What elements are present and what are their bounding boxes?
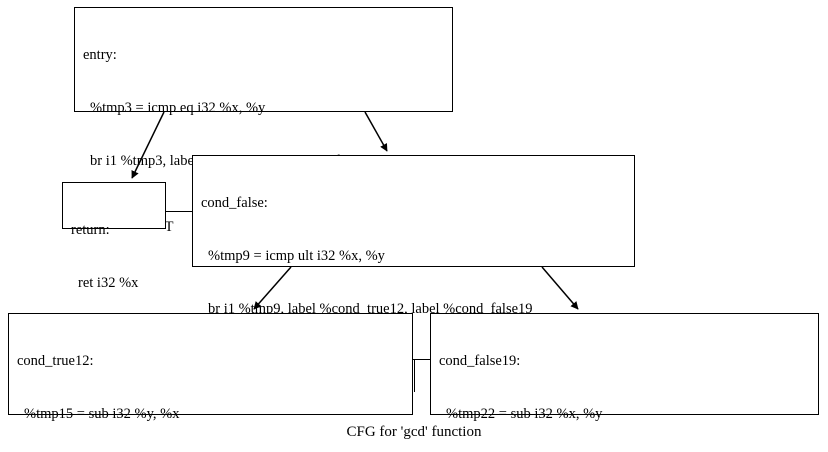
node-entry-port-true[interactable]: T bbox=[164, 219, 174, 236]
node-cond-false-label: cond_false: bbox=[201, 195, 268, 212]
node-cond-false[interactable]: cond_false: %tmp9 = icmp ult i32 %x, %y … bbox=[192, 155, 635, 392]
node-return-body: return: ret i32 %x bbox=[63, 183, 165, 333]
node-cond-false-instruction-1: br i1 %tmp9, label %cond_true12, label %… bbox=[208, 300, 533, 317]
node-cond-false-instruction-0: %tmp9 = icmp ult i32 %x, %y bbox=[208, 247, 385, 264]
node-cond-false19[interactable]: cond_false19: %tmp22 = sub i32 %x, %y %t… bbox=[430, 313, 819, 422]
node-cond-false19-label: cond_false19: bbox=[439, 353, 521, 370]
node-cond-true12-instruction-0: %tmp15 = sub i32 %y, %x bbox=[24, 405, 180, 422]
node-return[interactable]: return: ret i32 %x bbox=[62, 182, 166, 291]
node-cond-true12[interactable]: cond_true12: %tmp15 = sub i32 %y, %x %tm… bbox=[8, 313, 413, 422]
node-entry-label: entry: bbox=[83, 47, 117, 64]
node-cond-false19-instruction-0: %tmp22 = sub i32 %x, %y bbox=[446, 405, 603, 422]
graph-caption: CFG for 'gcd' function bbox=[346, 424, 482, 440]
node-return-label: return: bbox=[71, 222, 110, 239]
node-cond-true12-body: cond_true12: %tmp15 = sub i32 %y, %x %tm… bbox=[9, 314, 412, 452]
node-return-instruction-0: ret i32 %x bbox=[78, 274, 139, 291]
node-entry[interactable]: entry: %tmp3 = icmp eq i32 %x, %y br i1 … bbox=[74, 7, 453, 244]
node-entry-instruction-0: %tmp3 = icmp eq i32 %x, %y bbox=[90, 99, 266, 116]
node-cond-false19-body: cond_false19: %tmp22 = sub i32 %x, %y %t… bbox=[431, 314, 818, 452]
node-cond-false-body: cond_false: %tmp9 = icmp ult i32 %x, %y … bbox=[193, 156, 634, 359]
node-cond-true12-label: cond_true12: bbox=[17, 353, 94, 370]
